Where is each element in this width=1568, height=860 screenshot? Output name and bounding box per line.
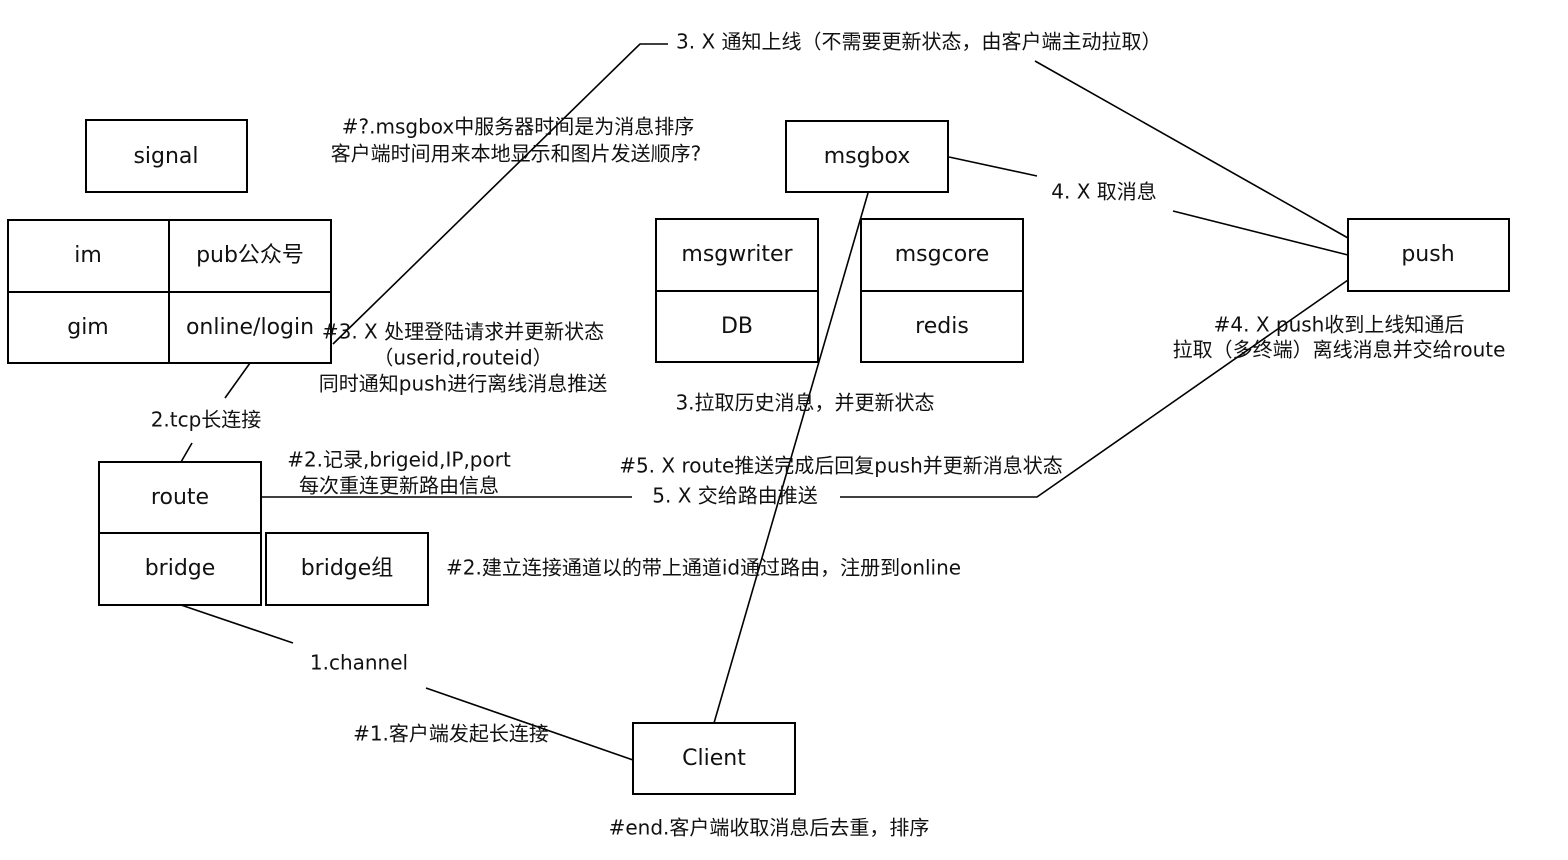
label-channel-register: #2.建立连接通道以的带上通道id通过路由，注册到online [446,556,961,580]
node-im-label: im [74,243,102,268]
node-gim-label: gim [67,315,109,340]
edge-notify-to-push [1034,60,1349,239]
label-route-push: 5. X 交给路由推送 [652,484,818,508]
node-bridge: bridge [98,532,262,606]
node-signal-label: signal [133,144,198,169]
label-msgbox-time-1: #?.msgbox中服务器时间是为消息排序 [342,115,694,139]
edge-online-to-tcp [224,362,251,399]
label-step4-fetch: 4. X 取消息 [1051,180,1157,204]
node-client: Client [632,722,796,795]
annotations: 3. X 通知上线（不需要更新状态，由客户端主动拉取） #?.msgbox中服务… [151,30,1506,840]
label-tcp: 2.tcp长连接 [151,408,262,432]
label-login-3: 同时通知push进行离线消息推送 [319,372,607,396]
connectors [180,43,1349,761]
edge-msgbox-to-fetch [948,156,1038,177]
edge-online-to-notify [332,43,668,345]
node-client-label: Client [682,746,746,771]
node-im: im [7,219,170,293]
label-push-offline-1: #4. X push收到上线知通后 [1214,313,1465,337]
node-push-label: push [1401,242,1454,267]
label-channel: 1.channel [310,651,408,675]
node-msgbox: msgbox [785,120,949,193]
label-msgbox-time-2: 客户端时间用来本地显示和图片发送顺序? [331,142,702,166]
label-client-connect: #1.客户端发起长连接 [353,722,549,746]
label-route-reply: #5. X route推送完成后回复push并更新消息状态 [619,454,1063,478]
edge-bridge-to-channel [180,604,294,644]
label-record-1: #2.记录,brigeid,IP,port [287,448,511,472]
node-msgcore-label: msgcore [895,242,990,267]
node-bridge-group-label: bridge组 [301,556,394,581]
label-record-2: 每次重连更新路由信息 [299,474,499,498]
node-pub-label: pub公众号 [196,243,304,268]
node-pub: pub公众号 [168,219,332,293]
node-msgbox-label: msgbox [824,144,911,169]
node-route-label: route [151,485,209,510]
node-signal: signal [85,119,248,193]
label-step3-online: 3. X 通知上线（不需要更新状态，由客户端主动拉取） [676,30,1162,54]
node-msgcore: msgcore [860,218,1024,292]
node-bridge-label: bridge [145,556,216,581]
edge-push-return [840,279,1349,498]
label-login-1: #3. X 处理登陆请求并更新状态 [322,320,604,344]
label-login-2: （userid,routeid） [373,346,552,370]
edge-channel-to-client [425,687,634,761]
node-redis-label: redis [915,314,969,339]
edge-tcp-to-route [180,442,193,463]
node-online-login-label: online/login [186,315,314,340]
node-bridge-group: bridge组 [265,532,429,606]
edge-fetch-to-push [1172,210,1349,256]
node-gim: gim [7,291,170,364]
node-online-login: online/login [168,291,332,364]
node-msgwriter-label: msgwriter [681,242,793,267]
edge-client-to-msgbox [713,192,869,724]
node-push: push [1347,218,1510,292]
node-redis: redis [860,290,1024,363]
node-db: DB [655,290,819,363]
label-end: #end.客户端收取消息后去重，排序 [609,816,930,840]
node-route: route [98,461,262,534]
node-msgwriter: msgwriter [655,218,819,292]
label-push-offline-2: 拉取（多终端）离线消息并交给route [1173,338,1506,362]
label-pull-history: 3.拉取历史消息，并更新状态 [675,391,934,415]
node-db-label: DB [721,314,753,339]
